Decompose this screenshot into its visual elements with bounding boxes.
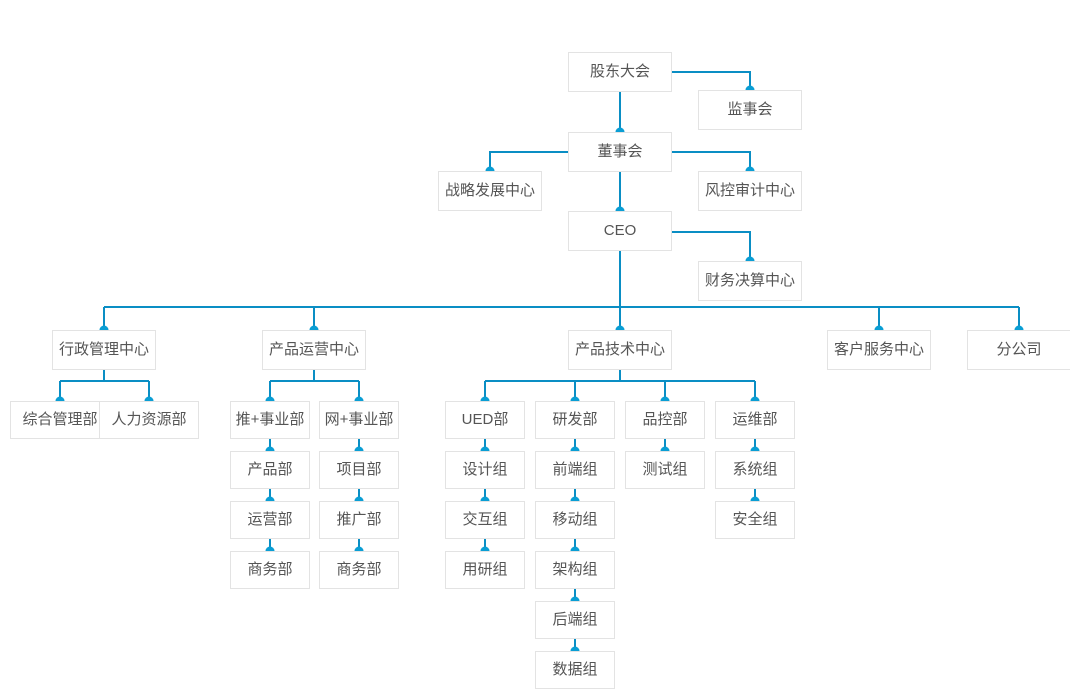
node-label: 商务部 bbox=[247, 560, 293, 578]
node-admin-management-center[interactable]: 行政管理中心 bbox=[52, 330, 156, 370]
node-label: 前端组 bbox=[552, 460, 598, 478]
node-security-group[interactable]: 安全组 bbox=[715, 501, 795, 539]
node-ued-dept[interactable]: UED部 bbox=[445, 401, 525, 439]
node-label: 设计组 bbox=[462, 460, 508, 478]
node-label: 产品技术中心 bbox=[574, 340, 665, 358]
link-shareholders-to-supervisory bbox=[670, 71, 751, 90]
node-label: 系统组 bbox=[732, 460, 778, 478]
node-tui-business-unit[interactable]: 推+事业部 bbox=[230, 401, 310, 439]
node-label: 推+事业部 bbox=[235, 410, 305, 428]
node-risk-audit-center[interactable]: 风控审计中心 bbox=[698, 171, 802, 211]
node-human-resources-dept[interactable]: 人力资源部 bbox=[99, 401, 199, 439]
node-project-dept[interactable]: 项目部 bbox=[319, 451, 399, 489]
node-user-research-group[interactable]: 用研组 bbox=[445, 551, 525, 589]
node-qa-dept[interactable]: 品控部 bbox=[625, 401, 705, 439]
link-ceo-to-finance bbox=[670, 231, 751, 261]
node-label: 商务部 bbox=[336, 560, 382, 578]
node-ceo[interactable]: CEO bbox=[568, 211, 672, 251]
node-backend-group[interactable]: 后端组 bbox=[535, 601, 615, 639]
node-label: 战略发展中心 bbox=[444, 181, 535, 199]
node-wang-business-unit[interactable]: 网+事业部 bbox=[319, 401, 399, 439]
node-label: 风控审计中心 bbox=[704, 181, 795, 199]
node-rd-dept[interactable]: 研发部 bbox=[535, 401, 615, 439]
node-test-group[interactable]: 测试组 bbox=[625, 451, 705, 489]
node-label: 移动组 bbox=[552, 510, 598, 528]
node-label: 财务决算中心 bbox=[704, 271, 795, 289]
node-label: 测试组 bbox=[642, 460, 688, 478]
node-label: 品控部 bbox=[642, 410, 688, 428]
node-ops-dept[interactable]: 运维部 bbox=[715, 401, 795, 439]
node-label: 推广部 bbox=[336, 510, 382, 528]
node-branch-company[interactable]: 分公司 bbox=[967, 330, 1070, 370]
node-mobile-group[interactable]: 移动组 bbox=[535, 501, 615, 539]
node-label: 股东大会 bbox=[589, 62, 650, 80]
link-board-to-strategy bbox=[489, 151, 570, 171]
node-board-of-directors[interactable]: 董事会 bbox=[568, 132, 672, 172]
node-business-dept-left[interactable]: 商务部 bbox=[230, 551, 310, 589]
node-business-dept-right[interactable]: 商务部 bbox=[319, 551, 399, 589]
node-label: 交互组 bbox=[462, 510, 508, 528]
node-strategy-development-center[interactable]: 战略发展中心 bbox=[438, 171, 542, 211]
node-label: 数据组 bbox=[552, 660, 598, 678]
node-label: 架构组 bbox=[552, 560, 598, 578]
node-label: 产品运营中心 bbox=[268, 340, 359, 358]
node-product-dept[interactable]: 产品部 bbox=[230, 451, 310, 489]
node-design-group[interactable]: 设计组 bbox=[445, 451, 525, 489]
node-label: 行政管理中心 bbox=[58, 340, 149, 358]
node-label: 后端组 bbox=[552, 610, 598, 628]
node-label: 综合管理部 bbox=[22, 410, 98, 428]
node-product-tech-center[interactable]: 产品技术中心 bbox=[568, 330, 672, 370]
node-label: 董事会 bbox=[597, 142, 643, 160]
node-system-group[interactable]: 系统组 bbox=[715, 451, 795, 489]
node-label: 研发部 bbox=[552, 410, 598, 428]
node-finance-settlement-center[interactable]: 财务决算中心 bbox=[698, 261, 802, 301]
link-board-to-risk bbox=[670, 151, 751, 171]
node-interaction-group[interactable]: 交互组 bbox=[445, 501, 525, 539]
node-label: 分公司 bbox=[996, 340, 1042, 358]
node-label: 运营部 bbox=[247, 510, 293, 528]
node-label: UED部 bbox=[461, 410, 509, 428]
node-frontend-group[interactable]: 前端组 bbox=[535, 451, 615, 489]
node-label: 客户服务中心 bbox=[833, 340, 924, 358]
node-label: 网+事业部 bbox=[324, 410, 394, 428]
node-label: 产品部 bbox=[247, 460, 293, 478]
node-shareholders-meeting[interactable]: 股东大会 bbox=[568, 52, 672, 92]
node-general-management-dept[interactable]: 综合管理部 bbox=[10, 401, 110, 439]
node-promotion-dept[interactable]: 推广部 bbox=[319, 501, 399, 539]
node-label: CEO bbox=[603, 221, 637, 239]
node-label: 人力资源部 bbox=[111, 410, 187, 428]
node-label: 运维部 bbox=[732, 410, 778, 428]
node-architecture-group[interactable]: 架构组 bbox=[535, 551, 615, 589]
node-product-operation-center[interactable]: 产品运营中心 bbox=[262, 330, 366, 370]
node-label: 项目部 bbox=[336, 460, 382, 478]
node-label: 安全组 bbox=[732, 510, 778, 528]
node-label: 监事会 bbox=[727, 100, 773, 118]
node-data-group[interactable]: 数据组 bbox=[535, 651, 615, 689]
node-supervisory-board[interactable]: 监事会 bbox=[698, 90, 802, 130]
node-customer-service-center[interactable]: 客户服务中心 bbox=[827, 330, 931, 370]
node-label: 用研组 bbox=[462, 560, 508, 578]
node-operation-dept[interactable]: 运营部 bbox=[230, 501, 310, 539]
